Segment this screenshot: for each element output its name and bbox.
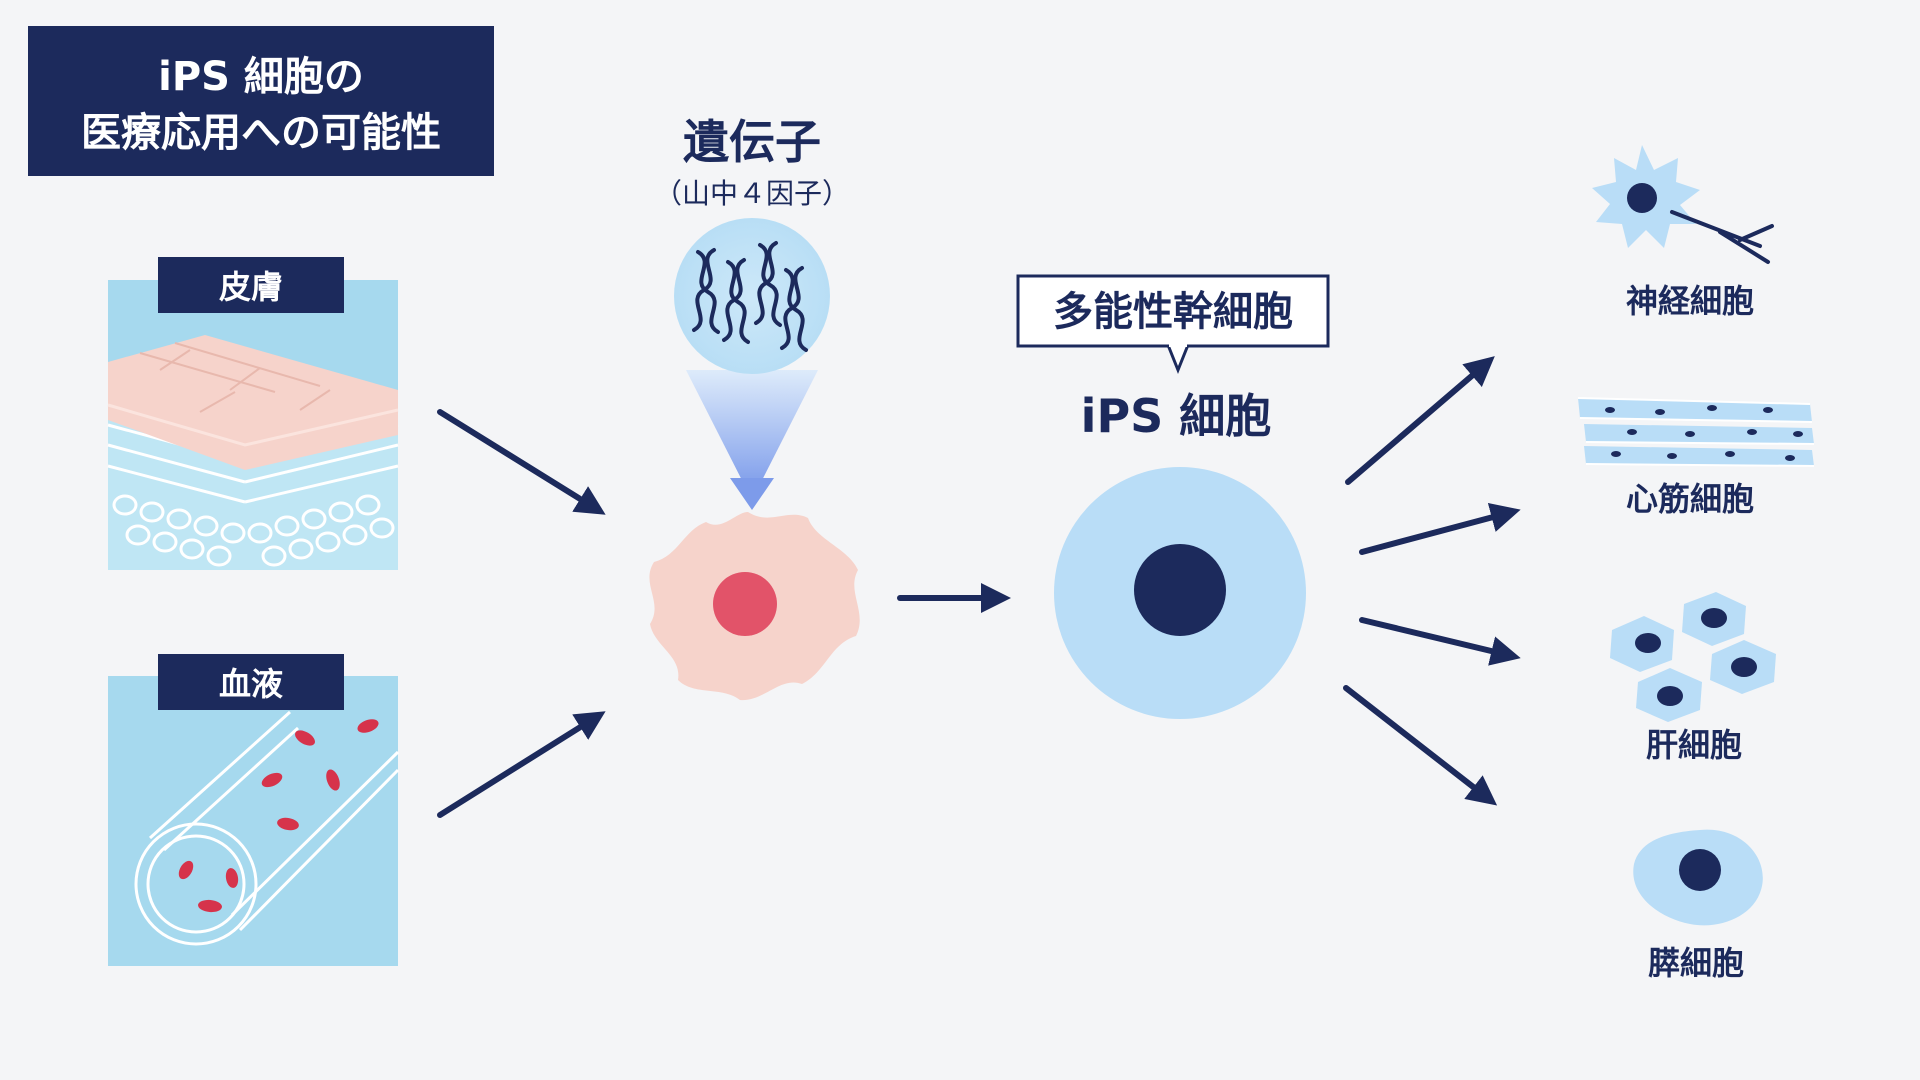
dna-bubble (674, 218, 830, 374)
blood-label-bg (158, 654, 344, 710)
arrow-skin-to-cell (437, 409, 606, 515)
pancreas-label: 膵細胞 (1648, 944, 1744, 982)
ips-label: iPS 細胞 (1081, 389, 1272, 443)
ips-callout-box (1016, 274, 1330, 348)
pancreas-nucleus (1679, 849, 1721, 891)
liver-cell: 肝細胞 (1610, 592, 1776, 764)
genes-group: 遺伝子 （山中４因子） (654, 115, 850, 510)
red-blood-cells (178, 719, 379, 913)
neuron-label: 神経細胞 (1626, 282, 1754, 320)
source-arrows (437, 409, 606, 818)
cardiac-label: 心筋細胞 (1626, 480, 1754, 518)
differentiation-arrows (1343, 356, 1521, 806)
somatic-cell (649, 512, 860, 701)
arrow-to-liver (1359, 617, 1521, 666)
arrow-to-pancreas (1343, 685, 1498, 806)
pancreas-cell: 膵細胞 (1633, 829, 1763, 982)
dna-icon (692, 241, 808, 352)
arrow-to-neuron (1345, 356, 1495, 485)
liver-label: 肝細胞 (1646, 726, 1742, 764)
ips-cell-nucleus (1134, 544, 1226, 636)
skin-label-bg (158, 257, 344, 313)
somatic-cell-nucleus (713, 572, 777, 636)
gene-beam (686, 370, 818, 500)
ips-callout-text: 多能性幹細胞 (1053, 289, 1293, 335)
genes-title: 遺伝子 (683, 115, 821, 169)
arrow-to-cardiac (1359, 502, 1521, 555)
ips-group: 多能性幹細胞 iPS 細胞 (1016, 274, 1330, 719)
neuron-nucleus (1627, 183, 1657, 213)
gene-arrow-tip (730, 478, 774, 510)
arrow-blood-to-cell (437, 711, 606, 818)
neuron-cell: 神経細胞 (1592, 145, 1774, 320)
cardiac-cell: 心筋細胞 (1577, 397, 1815, 518)
skin-surface-layer (107, 335, 399, 470)
title-box: iPS 細胞の 医療応用への可能性 (28, 26, 494, 176)
skin-panel: 皮膚 (107, 257, 399, 570)
skin-label: 皮膚 (219, 268, 283, 306)
blood-vessel (134, 710, 400, 946)
skin-cell-layers (107, 420, 399, 570)
blood-label: 血液 (219, 665, 283, 703)
neuron-axon (1670, 210, 1774, 264)
title-background (28, 26, 494, 176)
ips-callout-tail (1166, 344, 1190, 375)
title-line-2: 医療応用への可能性 (81, 110, 441, 156)
title-line-1: iPS 細胞の (158, 54, 364, 100)
blood-panel: 血液 (108, 654, 400, 966)
genes-subtitle: （山中４因子） (654, 177, 850, 210)
